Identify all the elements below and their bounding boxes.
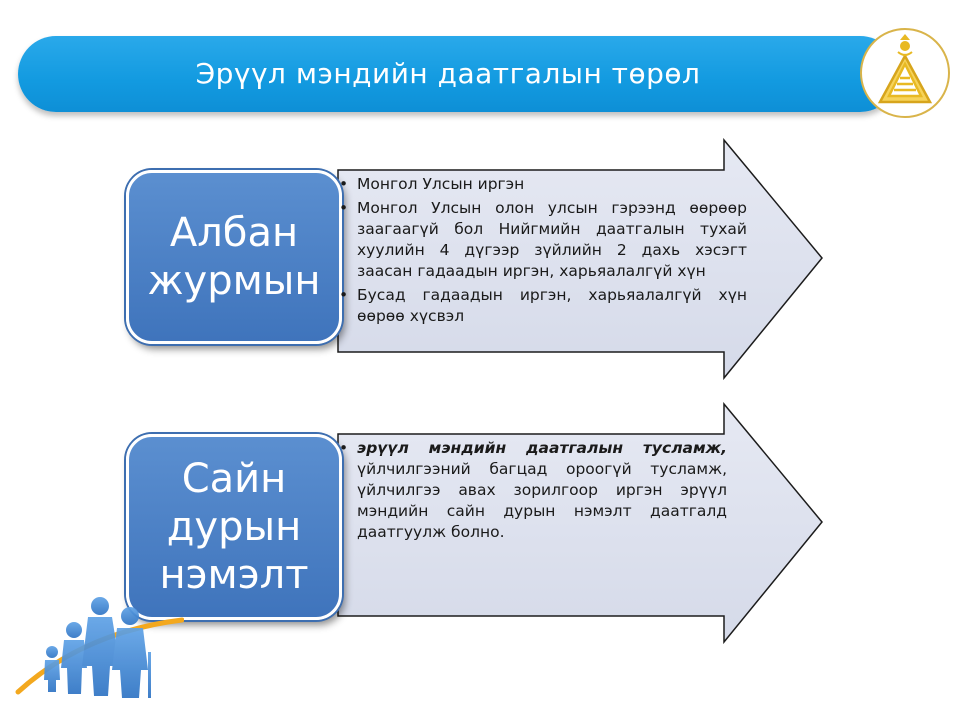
label-line: журмын	[147, 258, 321, 304]
list-item: Бусад гадаадын иргэн, харьяалалгүй хүн ө…	[337, 285, 747, 327]
label-line: дурын	[166, 504, 302, 550]
list-item: Монгол Улсын олон улсын гэрээнд өөрөөр з…	[337, 198, 747, 282]
label-line: нэмэлт	[159, 552, 309, 598]
bullet-list-mandatory: Монгол Улсын иргэн Монгол Улсын олон улс…	[337, 174, 747, 330]
list-item: эрүүл мэндийн даатгалын тусламж, үйлчилг…	[337, 438, 727, 543]
label-box-mandatory: Албан журмын	[126, 170, 342, 344]
bullet-text: үйлчилгээний багцад ороогүй тусламж, үйл…	[357, 460, 727, 541]
logo-emblem-icon	[860, 28, 950, 118]
title-bar	[18, 36, 898, 112]
family-silhouette-icon	[15, 597, 184, 698]
bold-phrase: эрүүл мэндийн даатгалын тусламж,	[357, 439, 727, 457]
page-title: Эрүүл мэндийн даатгалын төрөл	[195, 57, 701, 90]
label-line: Албан	[169, 210, 299, 256]
bullet-list-voluntary: эрүүл мэндийн даатгалын тусламж, үйлчилг…	[337, 438, 727, 546]
list-item: Монгол Улсын иргэн	[337, 174, 747, 195]
label-box-voluntary: Сайн дурын нэмэлт	[126, 434, 342, 620]
label-line: Сайн	[181, 456, 287, 502]
